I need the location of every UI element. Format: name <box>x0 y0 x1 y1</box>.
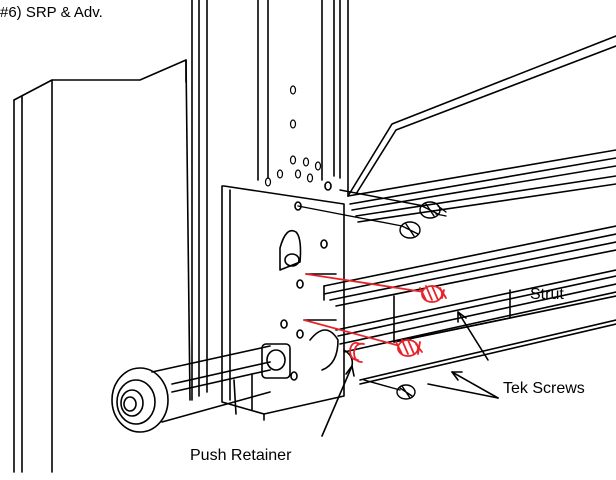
callout-leaders <box>321 311 499 437</box>
red-screw-upper <box>305 273 447 303</box>
callout-strut: Strut <box>530 286 564 303</box>
tek-screw-3 <box>363 379 416 400</box>
red-screw-lower <box>303 319 423 357</box>
callout-push-retainer: Push Retainer <box>190 447 292 464</box>
vertical-jamb <box>191 0 349 401</box>
door-panel <box>13 59 191 473</box>
upper-door-section <box>347 35 616 223</box>
tek-screw-1 <box>339 189 447 219</box>
push-retainer-highlight <box>349 341 365 363</box>
tek-screws <box>297 189 447 400</box>
jamb-holes <box>264 85 322 187</box>
strut-rail <box>323 225 616 353</box>
tek-screw-2 <box>297 205 421 239</box>
callout-tek-screws: Tek Screws <box>503 380 585 397</box>
header-label: #6) SRP & Adv. <box>0 4 103 21</box>
bottom-track <box>359 319 616 385</box>
roller-assembly <box>111 329 354 433</box>
hinge-bracket <box>221 181 345 421</box>
tek-screws-highlighted <box>303 273 447 363</box>
